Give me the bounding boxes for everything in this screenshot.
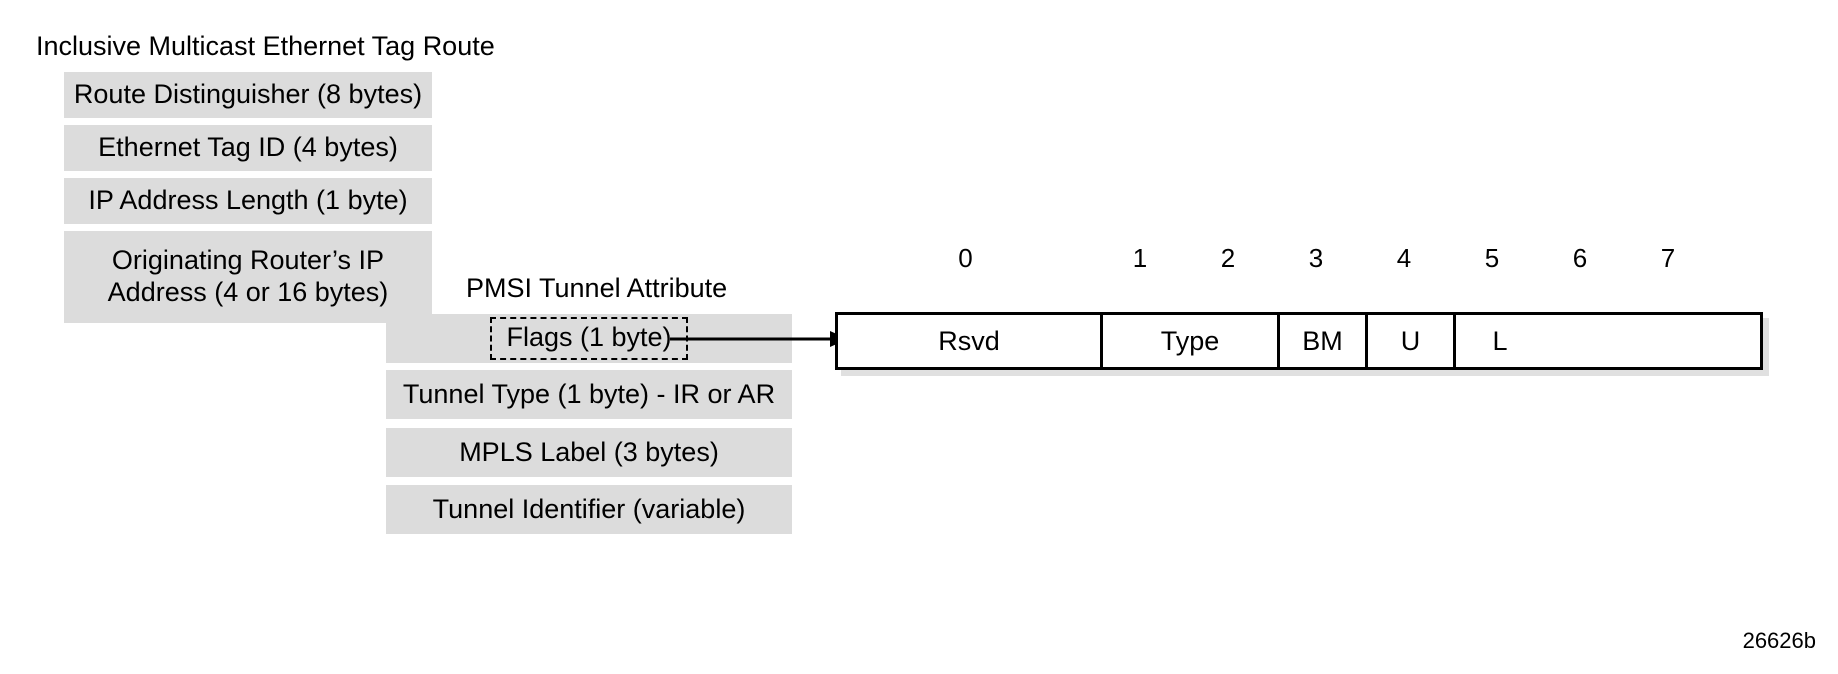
route-field-label: IP Address Length (1 byte) [88,185,408,216]
bit-number-2: 2 [1220,243,1236,273]
bit-number-3: 3 [1308,243,1324,273]
pmsi-field-label: Tunnel Identifier (variable) [432,493,746,524]
bit-ruler: 0 1 2 3 4 5 6 7 [835,243,1763,274]
pmsi-field-flags-label: Flags (1 byte) [490,316,688,361]
pmsi-field-tunnel-type: Tunnel Type (1 byte) - IR or AR [386,370,792,419]
figure-id-label: 26626b [1742,628,1816,653]
pmsi-field-label: MPLS Label (3 bytes) [459,436,719,467]
flags-cell-label: Type [1160,325,1220,356]
route-field-ip-address-length: IP Address Length (1 byte) [64,178,432,224]
pmsi-field-flags: Flags (1 byte) [386,314,792,363]
flags-cell-rsvd: Rsvd [838,315,1103,367]
flags-cell-label: L [1492,325,1508,356]
route-field-label: Ethernet Tag ID (4 bytes) [98,132,398,163]
route-field-label: Originating Router’s IP Address (4 or 16… [107,245,389,307]
pmsi-field-label: Tunnel Type (1 byte) - IR or AR [402,378,776,409]
bit-number-1: 1 [1132,243,1148,273]
route-section-title: Inclusive Multicast Ethernet Tag Route [36,31,495,61]
flags-byte-field: Rsvd Type BM U L [835,312,1763,370]
bit-number-5: 5 [1484,243,1500,273]
route-field-route-distinguisher: Route Distinguisher (8 bytes) [64,72,432,118]
pmsi-section-title: PMSI Tunnel Attribute [466,273,728,303]
pmsi-field-tunnel-identifier: Tunnel Identifier (variable) [386,485,792,534]
flags-cell-label: BM [1302,325,1343,356]
pmsi-field-mpls-label: MPLS Label (3 bytes) [386,428,792,477]
route-field-originating-router-ip-address: Originating Router’s IP Address (4 or 16… [64,231,432,323]
route-field-label: Route Distinguisher (8 bytes) [73,79,423,110]
bit-number-6: 6 [1572,243,1588,273]
flags-cell-l: L [1456,315,1544,367]
flags-cell-type: Type [1103,315,1280,367]
flags-cell-u: U [1368,315,1456,367]
route-field-ethernet-tag-id: Ethernet Tag ID (4 bytes) [64,125,432,171]
bit-number-4: 4 [1396,243,1412,273]
flags-cell-label: U [1400,325,1421,356]
bit-number-7: 7 [1660,243,1676,273]
flags-cell-bm: BM [1280,315,1368,367]
bit-number-0: 0 [958,243,973,273]
flags-cell-label: Rsvd [938,325,1000,356]
